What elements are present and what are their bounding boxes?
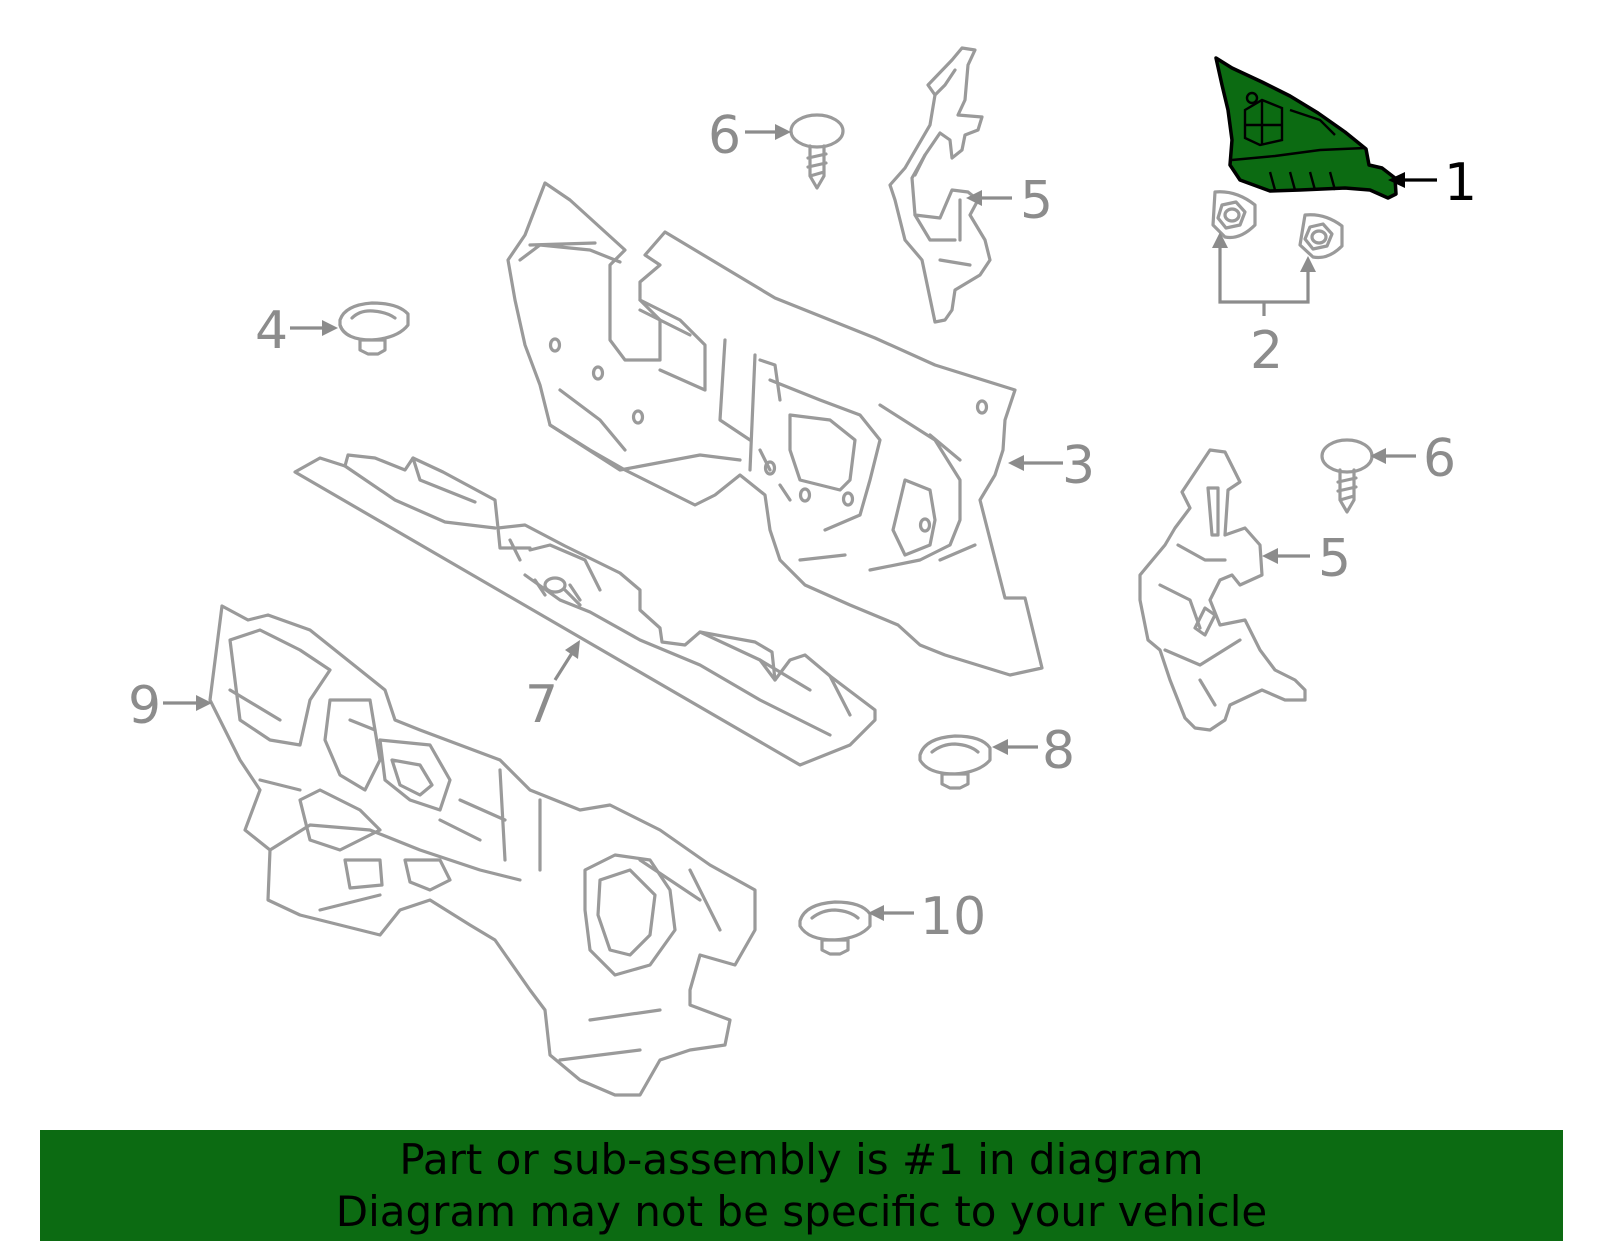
callout-5-lower: 5 [1262, 529, 1351, 589]
callout-3: 3 [1008, 436, 1095, 496]
part-3-dash-panel[interactable] [506, 181, 1044, 677]
callout-label-6b: 6 [1423, 429, 1456, 489]
parts-diagram: 1 2 3 4 5 5 6 6 7 [128, 46, 1477, 1097]
callout-7: 7 [525, 640, 580, 735]
callout-label-4: 4 [255, 301, 288, 361]
part-10-plug[interactable] [798, 900, 872, 956]
part-9-dash-insulator[interactable] [208, 604, 757, 1097]
callout-6-lower: 6 [1370, 429, 1456, 489]
callout-label-8: 8 [1042, 721, 1075, 781]
callout-2: 2 [1212, 232, 1316, 381]
part-5-bracket-lower[interactable] [1138, 448, 1307, 732]
part-6-screw-upper[interactable] [789, 113, 845, 190]
part-1-highlighted[interactable] [1214, 56, 1398, 200]
callout-label-10: 10 [920, 887, 986, 947]
callout-label-1: 1 [1444, 153, 1477, 213]
part-8-plug[interactable] [918, 734, 992, 790]
callout-1: 1 [1388, 153, 1477, 213]
callout-label-5b: 5 [1318, 529, 1351, 589]
callout-label-5a: 5 [1020, 171, 1053, 231]
callout-label-2: 2 [1250, 321, 1283, 381]
info-banner: Part or sub-assembly is #1 in diagram Di… [40, 1130, 1563, 1241]
callout-9: 9 [128, 676, 212, 736]
part-7-reinforcement[interactable] [293, 453, 877, 767]
part-4-plug[interactable] [338, 301, 410, 356]
callout-label-3: 3 [1062, 436, 1095, 496]
banner-line-1: Part or sub-assembly is #1 in diagram [399, 1134, 1204, 1184]
callout-label-9: 9 [128, 676, 161, 736]
part-2-nuts[interactable] [1211, 190, 1344, 260]
callout-5-upper: 5 [966, 171, 1053, 231]
callout-10: 10 [868, 887, 986, 947]
callout-label-7: 7 [525, 675, 558, 735]
part-5-bracket-upper[interactable] [888, 46, 992, 324]
callout-8: 8 [992, 721, 1075, 781]
banner-line-2: Diagram may not be specific to your vehi… [335, 1186, 1268, 1236]
callout-6-upper: 6 [708, 106, 791, 166]
callout-4: 4 [255, 301, 338, 361]
part-6-screw-lower[interactable] [1320, 438, 1374, 514]
callout-label-6a: 6 [708, 106, 741, 166]
